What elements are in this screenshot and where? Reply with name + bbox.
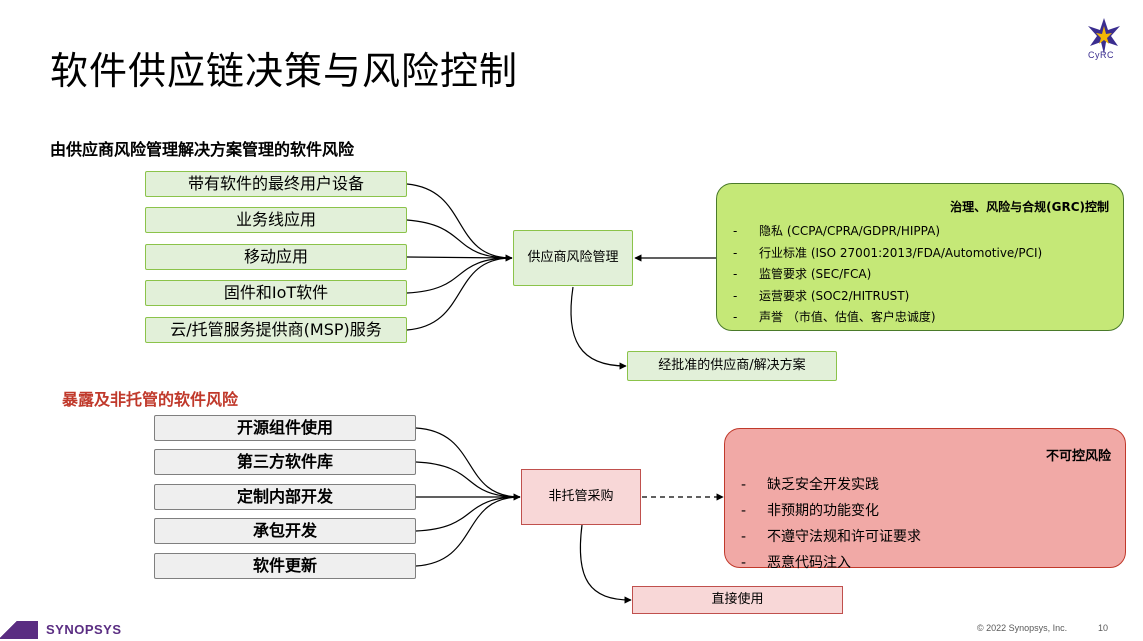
grc-controls-panel: 治理、风险与合规(GRC)控制 -隐私 (CCPA/CPRA/GDPR/HIPP… xyxy=(716,183,1124,331)
cyrc-logo-icon xyxy=(1088,18,1120,54)
panel-title: 不可控风险 xyxy=(1045,449,1111,464)
connector-arrow xyxy=(579,524,632,604)
direct-use-box: 直接使用 xyxy=(632,586,843,614)
connector-line xyxy=(415,461,521,498)
vendor-risk-hub: 供应商风险管理 xyxy=(513,230,633,286)
source-box: 带有软件的最终用户设备 xyxy=(145,171,407,197)
connector-line xyxy=(415,427,521,501)
connector-line xyxy=(415,496,521,532)
section-heading-unmanaged: 暴露及非托管的软件风险 xyxy=(62,390,239,409)
copyright-text: © 2022 Synopsys, Inc. xyxy=(977,623,1068,633)
connector-line xyxy=(406,257,513,331)
list-item: -声誉 （市值、估值、客户忠诚度) xyxy=(733,310,936,324)
source-box: 业务线应用 xyxy=(145,207,407,233)
unmanaged-procurement-hub: 非托管采购 xyxy=(521,469,641,525)
connector-line xyxy=(415,496,521,567)
list-item: -恶意代码注入 xyxy=(741,555,851,571)
connector-line xyxy=(406,219,513,259)
approved-vendor-box: 经批准的供应商/解决方案 xyxy=(627,351,837,381)
list-item: -不遵守法规和许可证要求 xyxy=(741,529,921,545)
uncontrolled-risk-panel: 不可控风险 -缺乏安全开发实践 -非预期的功能变化 -不遵守法规和许可证要求 -… xyxy=(724,428,1126,571)
synopsys-logo-icon xyxy=(0,620,38,639)
source-box: 云/托管服务提供商(MSP)服务 xyxy=(145,317,407,343)
cyrc-logo-text: CyRC xyxy=(1088,50,1114,60)
list-item: -运营要求 (SOC2/HITRUST) xyxy=(733,288,910,303)
list-item: -监管要求 (SEC/FCA) xyxy=(733,267,872,281)
source-box: 软件更新 xyxy=(154,553,416,579)
synopsys-logo: SYNOPSYS xyxy=(0,618,122,641)
list-item: -缺乏安全开发实践 xyxy=(741,477,879,493)
list-item: -行业标准 (ISO 27001:2013/FDA/Automotive/PCI… xyxy=(733,245,1043,260)
section-heading-managed: 由供应商风险管理解决方案管理的软件风险 xyxy=(50,140,355,159)
page-number: 10 xyxy=(1098,623,1109,633)
source-box: 固件和IoT软件 xyxy=(145,280,407,306)
list-item: -隐私 (CCPA/CPRA/GDPR/HIPPA) xyxy=(733,224,941,238)
source-box: 移动应用 xyxy=(145,244,407,270)
source-box: 承包开发 xyxy=(154,518,416,544)
source-box: 第三方软件库 xyxy=(154,449,416,475)
source-box: 开源组件使用 xyxy=(154,415,416,441)
page-title: 软件供应链决策与风险控制 xyxy=(50,49,519,93)
list-item: -非预期的功能变化 xyxy=(741,503,879,519)
source-box: 定制内部开发 xyxy=(154,484,416,510)
connector-line xyxy=(406,257,513,294)
synopsys-brand-text: SYNOPSYS xyxy=(46,622,122,637)
connector-line xyxy=(406,256,513,259)
connector-arrow xyxy=(570,286,627,370)
connector-line xyxy=(406,183,513,262)
panel-title: 治理、风险与合规(GRC)控制 xyxy=(950,200,1109,214)
